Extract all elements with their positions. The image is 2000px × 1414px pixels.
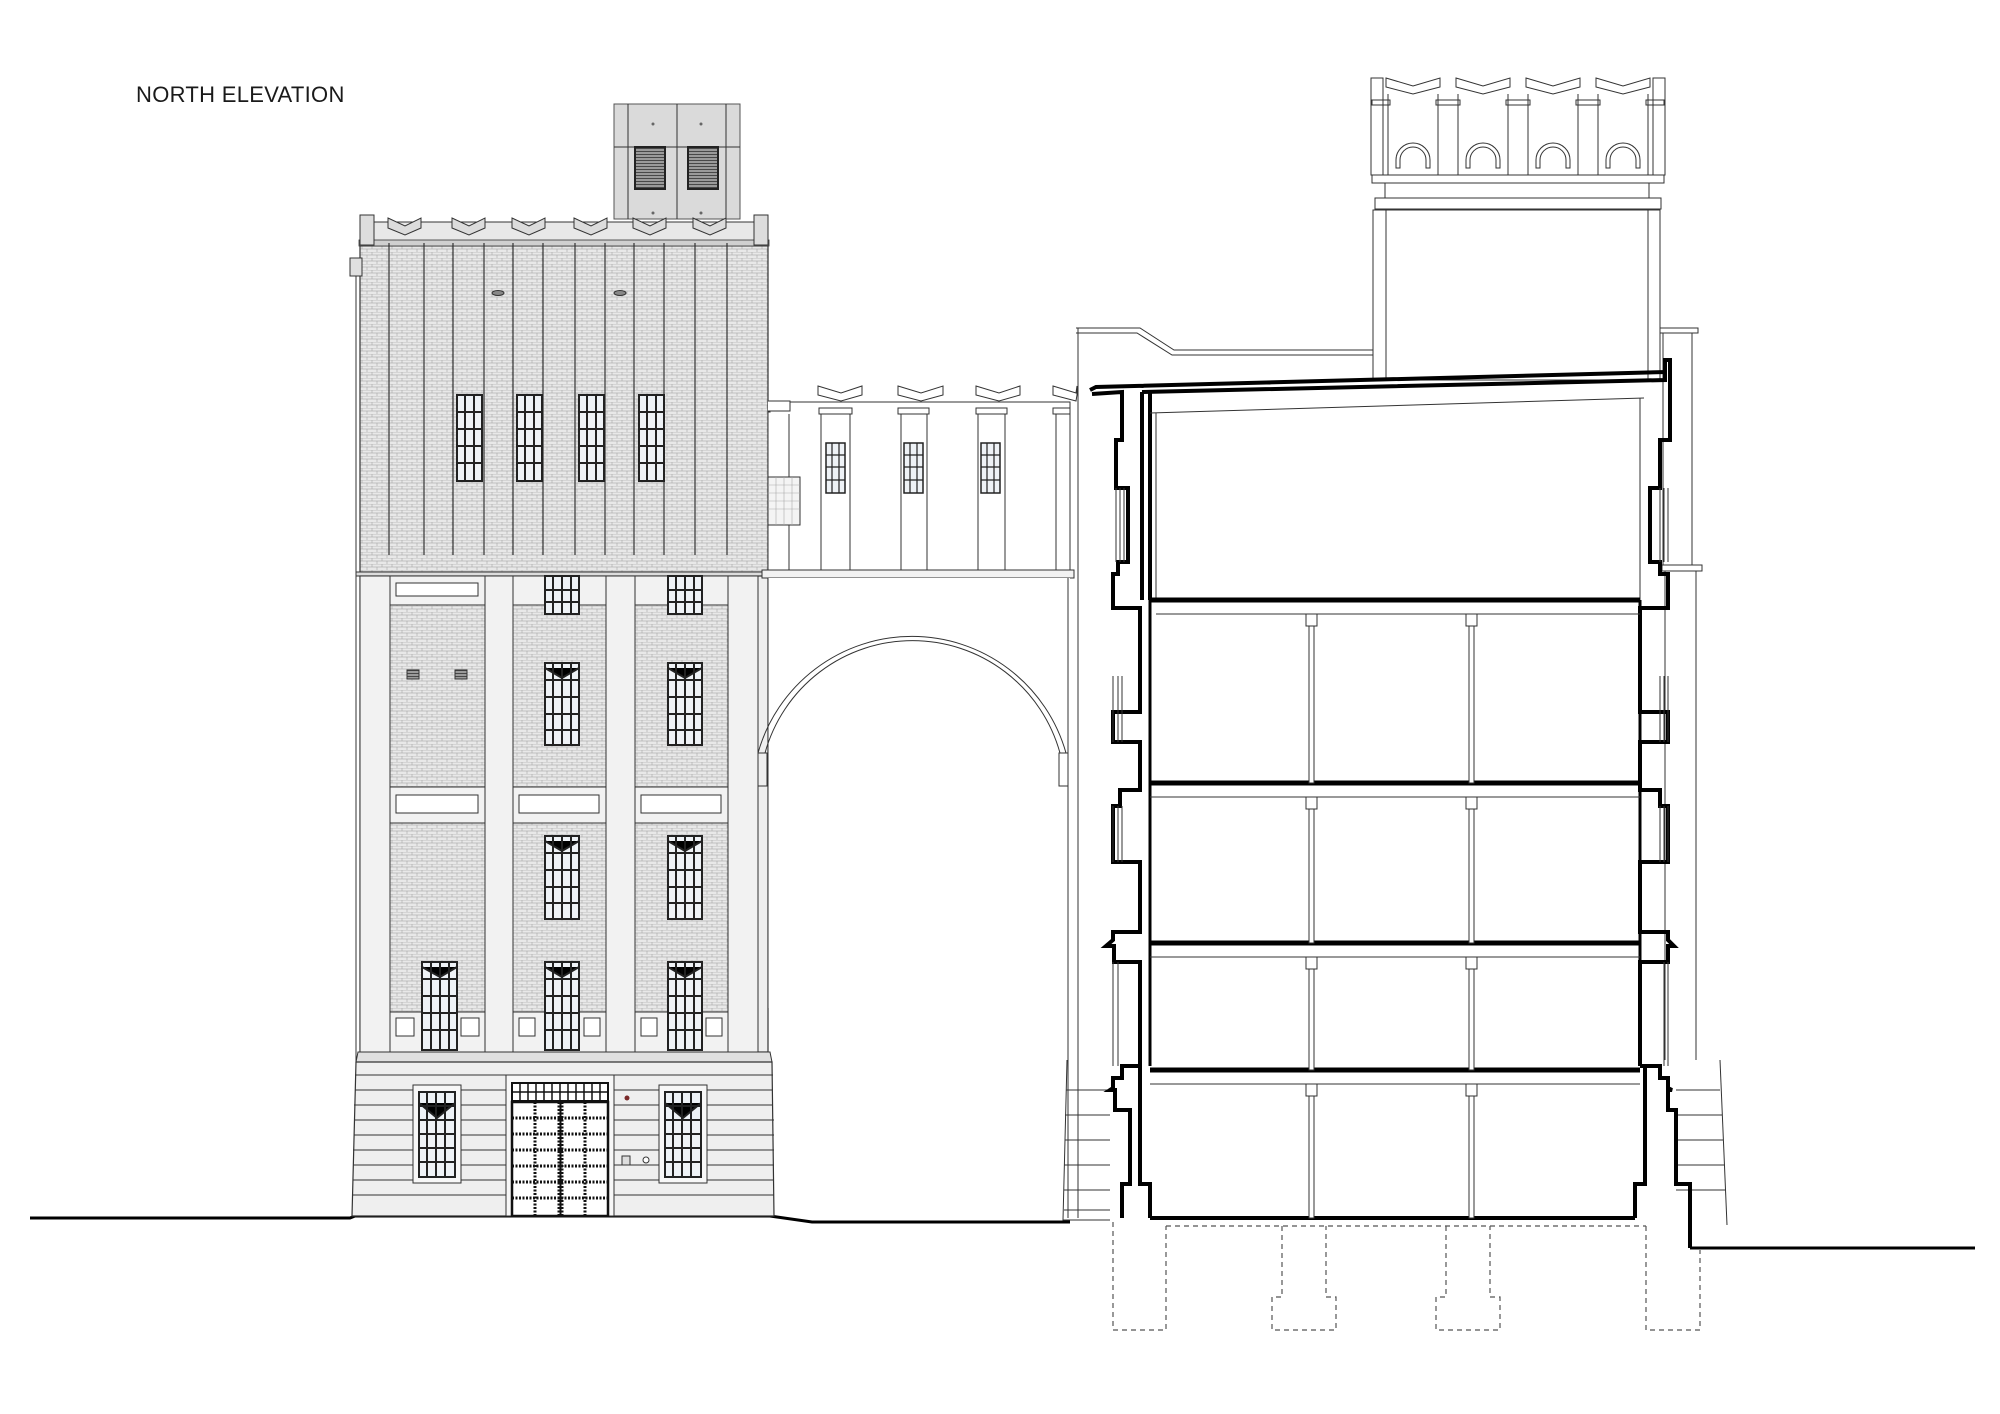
- intercom-panel-icon[interactable]: [621, 1155, 631, 1166]
- window: [544, 662, 580, 746]
- arch-openings: [1395, 142, 1641, 169]
- roof-box: [613, 103, 741, 220]
- tower-upper-windows: [456, 394, 665, 482]
- columns: [1305, 613, 1478, 1219]
- window: [667, 961, 703, 1051]
- window: [667, 662, 703, 746]
- window: [980, 442, 1001, 494]
- window: [418, 1091, 456, 1178]
- window: [578, 394, 605, 482]
- window: [825, 442, 846, 494]
- window: [638, 394, 665, 482]
- rear-tower: [1370, 77, 1666, 381]
- window: [667, 835, 703, 920]
- window: [544, 575, 580, 615]
- window: [456, 394, 483, 482]
- window: [544, 835, 580, 920]
- louvre-vent-icon: [634, 146, 666, 190]
- window: [667, 575, 703, 615]
- window: [544, 961, 580, 1051]
- drawing-title: NORTH ELEVATION: [136, 82, 345, 107]
- doorbell-icon[interactable]: [624, 1095, 630, 1101]
- keyhole-icon[interactable]: [642, 1156, 650, 1164]
- floor-slabs: [1150, 597, 1640, 1220]
- building-section: [1089, 358, 1701, 1331]
- entrance-door[interactable]: [510, 1082, 610, 1218]
- window: [664, 1091, 702, 1178]
- foundations: [1112, 1222, 1701, 1331]
- tower-middle-windows: [421, 575, 703, 1051]
- tower-upper-brick: [349, 214, 770, 1210]
- bridge-wing: [757, 385, 1078, 1218]
- ground-floor-windows: [418, 1091, 702, 1178]
- louvre-vent-icon: [687, 146, 719, 190]
- window: [516, 394, 543, 482]
- ground-line: [30, 1214, 1975, 1250]
- window: [421, 961, 458, 1051]
- section-background: [1062, 327, 1728, 1226]
- window: [903, 442, 924, 494]
